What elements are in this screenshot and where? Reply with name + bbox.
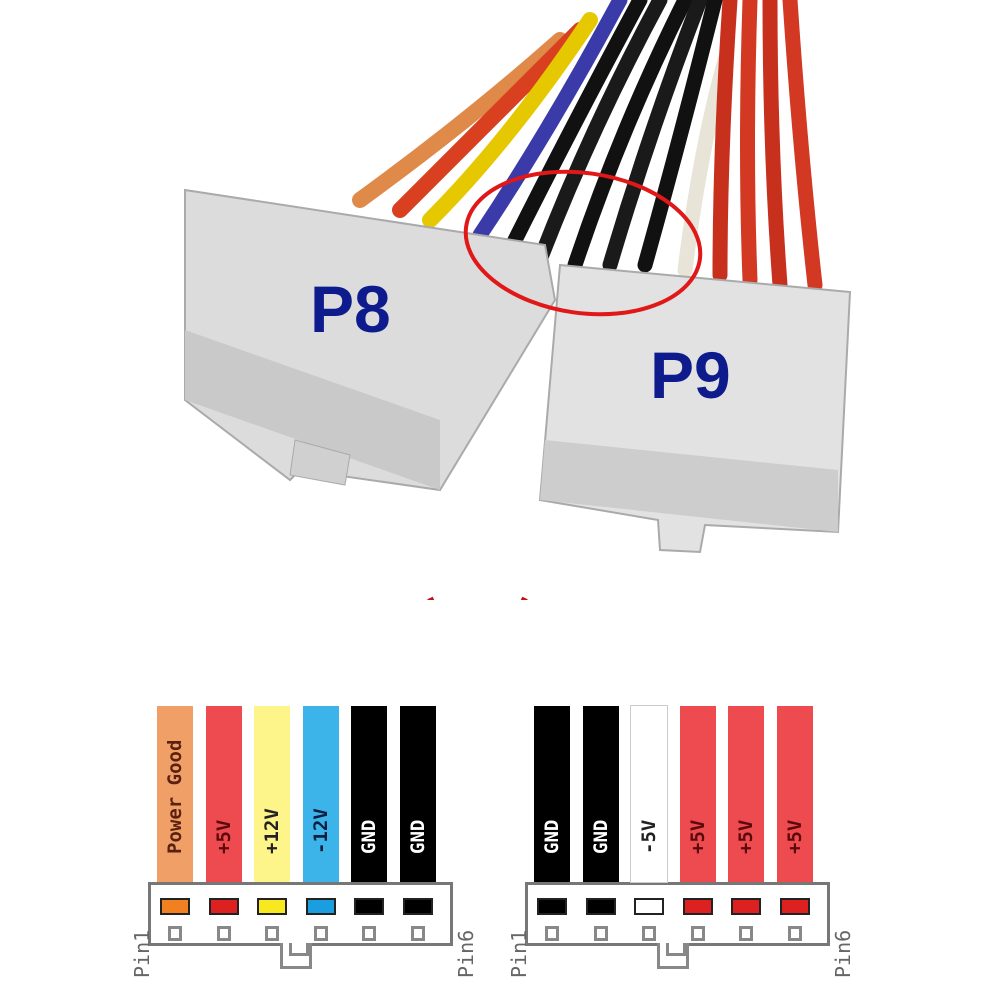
- pin-end-label: Pin6: [454, 929, 478, 978]
- p9-label: P9: [650, 338, 731, 412]
- locking-key: [657, 943, 689, 969]
- wire-label: +5V: [735, 819, 757, 854]
- wire-label: +5V: [783, 819, 806, 854]
- pin-color-swatch: [402, 898, 433, 915]
- pin-color-swatch: [731, 898, 761, 915]
- p9-wire-2: GND: [582, 706, 619, 882]
- p8-wire-6: GND: [399, 706, 436, 882]
- pin-color-swatch: [634, 898, 664, 915]
- wire-label: -12V: [309, 808, 332, 854]
- p9-wire-4: +5V: [679, 706, 716, 882]
- pin-socket: [313, 926, 328, 941]
- pin-color-swatch: [208, 898, 239, 915]
- pin-socket: [739, 926, 753, 941]
- p8-wire-2: +5V: [205, 706, 242, 882]
- p8-wire-1: Power Good: [157, 706, 193, 882]
- pin-socket: [787, 926, 802, 941]
- wire-label: -5V: [638, 819, 660, 854]
- arrow-right-icon: [520, 596, 528, 600]
- wire-label: +5V: [686, 819, 709, 854]
- p9-wire-6: +5V: [776, 706, 813, 882]
- p9-wire-3: -5V: [630, 705, 668, 883]
- p8-connector-outline: [148, 882, 453, 946]
- wires: [352, 0, 823, 293]
- pin-socket: [545, 926, 559, 941]
- pin-socket: [216, 926, 231, 941]
- pin-socket: [642, 926, 656, 941]
- pin-color-swatch: [779, 898, 810, 915]
- pin-color-swatch: [354, 898, 384, 915]
- pin-start-label: Pin1: [130, 929, 154, 978]
- wire-label: Power Good: [164, 739, 186, 854]
- p8-label: P8: [310, 272, 391, 346]
- locking-key: [280, 943, 312, 969]
- p9-wire-1: GND: [534, 706, 570, 882]
- wire-label: GND: [589, 819, 612, 854]
- pin-start-label: Pin1: [507, 929, 531, 978]
- p9-wire-5: +5V: [728, 706, 764, 882]
- pin-color-swatch: [160, 898, 190, 915]
- connector-p8: P8: [184, 188, 557, 492]
- pin-socket: [362, 926, 376, 941]
- pin-end-label: Pin6: [831, 929, 855, 978]
- p8-wire-5: GND: [351, 706, 387, 882]
- wire-label: GND: [406, 819, 429, 854]
- pin-color-swatch: [305, 898, 336, 915]
- pin-socket: [168, 926, 182, 941]
- pin-socket: [410, 926, 425, 941]
- p9-connector-outline: [525, 882, 830, 946]
- pin-socket: [265, 926, 279, 941]
- p8-wire-4: -12V: [302, 706, 339, 882]
- wire-label: +5V: [212, 819, 235, 854]
- wire-label: GND: [358, 819, 380, 854]
- arrow-left-icon: [427, 596, 435, 600]
- highlight-circle: [463, 169, 703, 317]
- pin-socket: [690, 926, 705, 941]
- pin-color-swatch: [537, 898, 567, 915]
- connector-p9: P9: [538, 263, 852, 554]
- p8-wire-3: +12V: [254, 706, 290, 882]
- pin-color-swatch: [585, 898, 616, 915]
- pin-color-swatch: [257, 898, 287, 915]
- wire-label: +12V: [261, 808, 283, 854]
- connector-photo: P8 P9: [184, 0, 852, 600]
- pin-socket: [593, 926, 608, 941]
- pin-color-swatch: [682, 898, 713, 915]
- wire-label: GND: [541, 819, 563, 854]
